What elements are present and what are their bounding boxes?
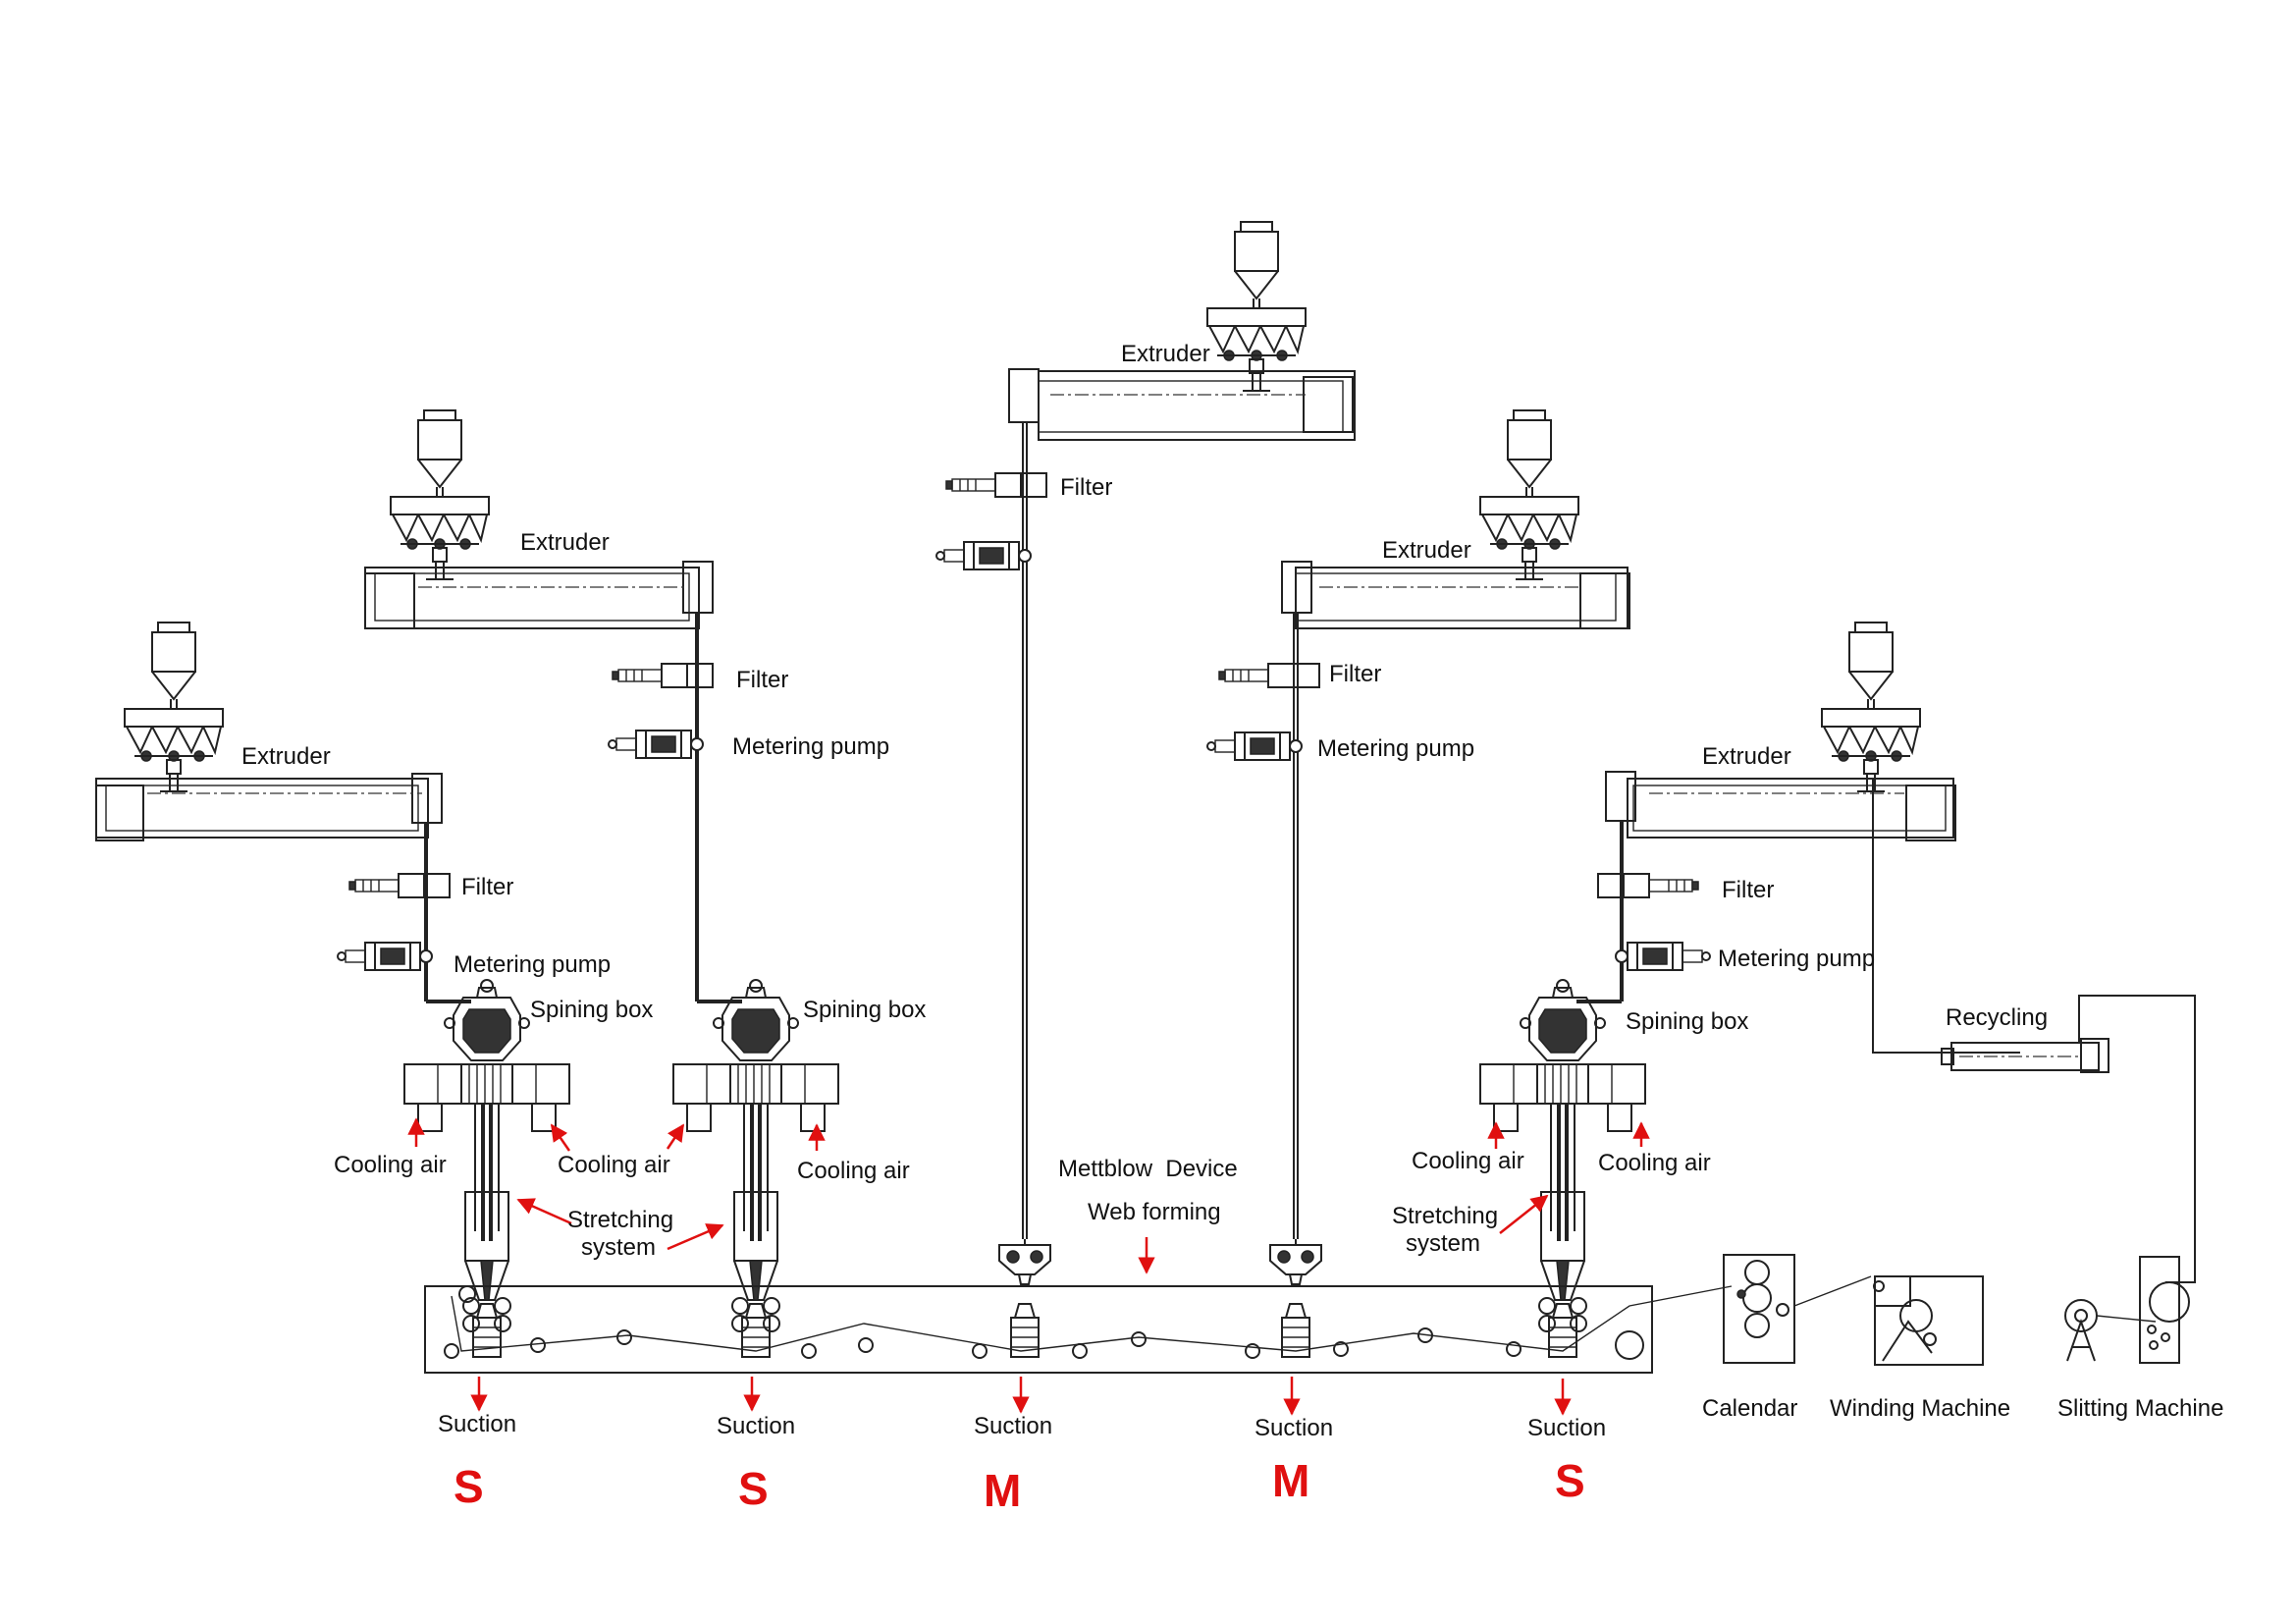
cooling-air-5b-label: Cooling air <box>1598 1150 1711 1176</box>
metering-pump-1-label: Metering pump <box>454 951 611 978</box>
stretching-system-5-label: Stretching <box>1392 1203 1498 1229</box>
extruder-2-label: Extruder <box>520 529 610 556</box>
cooling-air-1a-label: Cooling air <box>334 1152 447 1178</box>
metering-pump-5-label: Metering pump <box>1718 946 1875 972</box>
extruder-5 <box>1576 622 2020 1054</box>
stretching-system-1-label: Stretching <box>567 1207 673 1233</box>
spinning-box-2 <box>671 978 840 1333</box>
web-forming-label: Web forming <box>1088 1199 1221 1225</box>
slitting-machine-label: Slitting Machine <box>2057 1395 2223 1422</box>
suction-1-label: Suction <box>438 1411 516 1437</box>
spinning-box-1-label: Spining box <box>530 997 653 1023</box>
recycling-label: Recycling <box>1946 1004 2048 1031</box>
winding-machine <box>1793 1275 1984 1366</box>
extruder-3-label: Extruder <box>1121 341 1210 367</box>
extruder-2 <box>364 409 742 1003</box>
metering-pump-2-label: Metering pump <box>732 733 889 760</box>
extruder-3 <box>935 221 1356 1239</box>
suction-5-label: Suction <box>1527 1415 1606 1441</box>
annotation-arrows <box>407 1117 1650 1416</box>
extruder-4-label: Extruder <box>1382 537 1471 564</box>
filter-2-label: Filter <box>736 667 788 693</box>
suction-4-label: Suction <box>1255 1415 1333 1441</box>
suction-3-label: Suction <box>974 1413 1052 1439</box>
calendar-label: Calendar <box>1702 1395 1797 1422</box>
filter-1-label: Filter <box>461 874 513 900</box>
cooling-air-2-label: Cooling air <box>797 1158 910 1184</box>
filter-5-label: Filter <box>1722 877 1774 903</box>
cooling-air-5a-label: Cooling air <box>1412 1148 1524 1174</box>
meltblow-head-1 <box>998 1238 1051 1285</box>
suction-2-label: Suction <box>717 1413 795 1439</box>
filter-3-label: Filter <box>1060 474 1112 501</box>
winding-machine-label: Winding Machine <box>1830 1395 2010 1422</box>
slitting-machine <box>2064 995 2196 1364</box>
layer-s-3: S <box>1555 1455 1585 1506</box>
layer-s-1: S <box>454 1461 484 1512</box>
extruder-5-label: Extruder <box>1702 743 1791 770</box>
layer-m-1: M <box>984 1465 1021 1516</box>
stretching-system-1-label-line2: system <box>581 1234 656 1261</box>
extruder-1 <box>95 622 471 1003</box>
cooling-air-1b-label: Cooling air <box>558 1152 670 1178</box>
forming-conveyor <box>424 1285 1733 1374</box>
stretching-system-5-label-line2: system <box>1406 1230 1480 1257</box>
labels: Extruder Extruder Extruder Extruder Extr… <box>241 341 2223 1516</box>
spinning-box-5-label: Spining box <box>1626 1008 1748 1035</box>
extruder-1-label: Extruder <box>241 743 331 770</box>
meltblow-device-label: Mettblow Device <box>1058 1156 1238 1182</box>
calendar-machine <box>1723 1254 1795 1364</box>
layer-s-2: S <box>738 1463 769 1514</box>
spinning-box-2-label: Spining box <box>803 997 926 1023</box>
metering-pump-4-label: Metering pump <box>1317 735 1474 762</box>
meltblow-head-2 <box>1269 1238 1322 1285</box>
filter-4-label: Filter <box>1329 661 1381 687</box>
recycling-extruder <box>1941 1038 2109 1073</box>
extruder-4 <box>1206 409 1630 1239</box>
layer-m-2: M <box>1272 1455 1309 1506</box>
